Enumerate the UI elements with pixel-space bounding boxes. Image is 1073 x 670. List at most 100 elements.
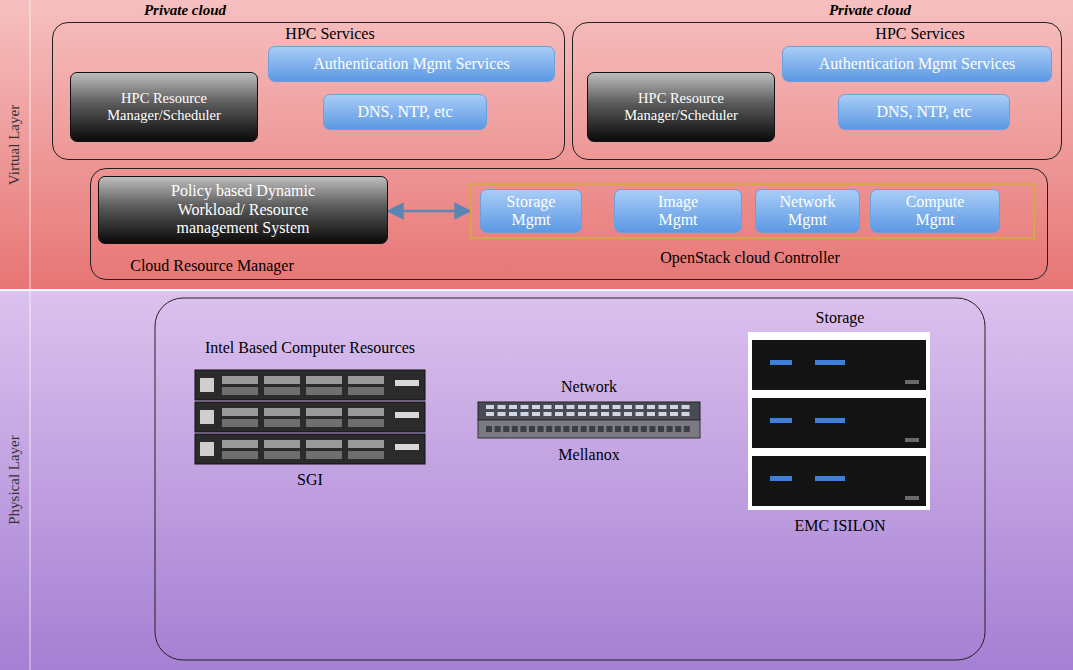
storage-mark (905, 380, 919, 384)
divider-line (0, 289, 1073, 291)
storage-mark (770, 476, 792, 481)
mgmt-box: Image Mgmt (614, 189, 742, 233)
drive-bay (348, 408, 384, 416)
switch-port (641, 426, 647, 432)
switch-port (555, 412, 563, 416)
switch-port (590, 412, 598, 416)
server-unit (195, 370, 425, 400)
switch-port (598, 426, 604, 432)
switch-port (682, 412, 690, 416)
switch-port (615, 426, 621, 432)
switch-body (478, 402, 700, 420)
switch-port (546, 426, 552, 432)
scheduler-box: HPC Resource Manager/Scheduler (587, 72, 775, 142)
service-box: Authentication Mgmt Services (782, 46, 1052, 82)
cloud-group: Private cloudHPC ServicesHPC Resource Ma… (572, 22, 1062, 160)
switch-port (503, 426, 509, 432)
drive-bay (306, 419, 342, 427)
switch-port (572, 426, 578, 432)
group-label: OpenStack cloud Controller (660, 249, 840, 267)
group-title: Private cloud (829, 2, 911, 19)
switch-port (670, 412, 678, 416)
hardware-label: Mellanox (558, 446, 619, 464)
mgmt-box: Network Mgmt (755, 189, 860, 233)
storage-mark (815, 476, 845, 481)
switch-port (613, 405, 621, 409)
switch-port (624, 405, 632, 409)
switch-port (563, 426, 569, 432)
drive-bay (306, 408, 342, 416)
box-label: DNS, NTP, etc (876, 103, 971, 121)
box-label: HPC Resource Manager/Scheduler (588, 90, 774, 123)
switch-port (647, 412, 655, 416)
drive-bay (264, 440, 300, 448)
group-label: HPC Services (285, 25, 374, 43)
switch-port (532, 412, 540, 416)
hardware-label: SGI (297, 471, 323, 489)
layer-band: Physical Layer (0, 290, 1073, 670)
server-rack (195, 370, 425, 464)
drive-bay (348, 376, 384, 384)
switch-port (624, 426, 630, 432)
switch-port (659, 412, 667, 416)
storage-array (748, 332, 930, 510)
box-label: Image Mgmt (642, 193, 714, 230)
switch-port (589, 426, 595, 432)
switch-port (636, 412, 644, 416)
switch-port (684, 426, 690, 432)
server-unit (195, 434, 425, 464)
scheduler-box: HPC Resource Manager/Scheduler (70, 72, 258, 142)
box-label: Authentication Mgmt Services (313, 55, 509, 73)
server-badge (395, 380, 419, 386)
service-box: DNS, NTP, etc (323, 94, 487, 130)
switch-port (509, 412, 517, 416)
storage-unit (752, 398, 926, 448)
server-badge (395, 412, 419, 418)
switch-port (544, 405, 552, 409)
switch-port (636, 405, 644, 409)
hardware-label: Storage (816, 309, 865, 327)
switch-port (498, 412, 506, 416)
storage-mark (815, 360, 845, 365)
manager-group: Cloud Resource Manager Policy based Dynam… (90, 168, 1048, 280)
network-switch (478, 402, 700, 438)
switch-port (532, 405, 540, 409)
drive-bay (222, 387, 258, 395)
group-label: HPC Services (875, 25, 964, 43)
controller-frame: OpenStack cloud ControllerStorage MgmtIm… (470, 183, 1035, 239)
switch-port (521, 412, 529, 416)
switch-port (555, 405, 563, 409)
switch-body (478, 420, 700, 438)
hardware-label: Network (561, 378, 617, 396)
policy-box: Policy based Dynamic Workload/ Resource … (98, 176, 388, 244)
switch-port (624, 412, 632, 416)
switch-port (578, 412, 586, 416)
drive-bay (348, 440, 384, 448)
double-arrow (388, 210, 470, 213)
switch-port (567, 405, 575, 409)
physical-band (0, 290, 1073, 670)
switch-port (555, 426, 561, 432)
storage-unit (752, 456, 926, 506)
drive-bay (264, 387, 300, 395)
switch-port (520, 426, 526, 432)
switch-port (581, 426, 587, 432)
switch-port (675, 426, 681, 432)
switch-port (606, 426, 612, 432)
switch-port (590, 405, 598, 409)
switch-port (567, 412, 575, 416)
group-label: Cloud Resource Manager (130, 257, 294, 275)
switch-port (632, 426, 638, 432)
hardware-label: Intel Based Computer Resources (205, 339, 415, 357)
switch-port (509, 405, 517, 409)
virtual-band (0, 0, 1073, 290)
drive-bay (222, 440, 258, 448)
switch-port (659, 405, 667, 409)
drive-bay (306, 440, 342, 448)
switch-port (529, 426, 535, 432)
storage-ground (748, 332, 930, 510)
switch-port (601, 412, 609, 416)
mgmt-box: Storage Mgmt (480, 189, 582, 233)
service-box: DNS, NTP, etc (838, 94, 1010, 130)
switch-port (658, 426, 664, 432)
